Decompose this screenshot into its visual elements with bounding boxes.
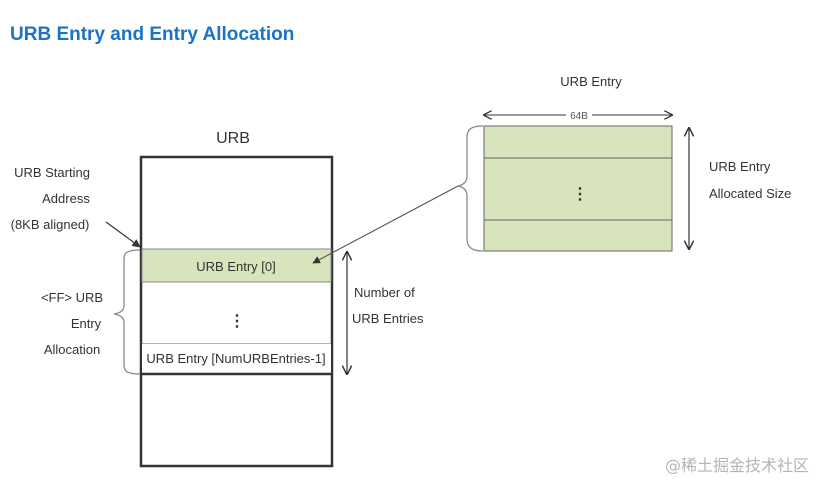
- allocation-line3: Allocation: [44, 342, 100, 357]
- urb-box: [139, 155, 334, 468]
- entry-zoom-connector: [312, 185, 459, 264]
- page-title: URB Entry and Entry Allocation: [10, 24, 295, 45]
- urb-entry-last-label: URB Entry [NumURBEntries-1]: [146, 351, 325, 366]
- urb-entry-last: [142, 344, 331, 373]
- entry-detail-brace: [457, 125, 484, 252]
- allocation-line1: <FF> URB: [41, 290, 103, 305]
- watermark: @稀土掘金技术社区: [664, 456, 809, 475]
- width-label-bg: [566, 108, 592, 122]
- allocation-line2: Entry: [71, 316, 102, 331]
- size-line2: Allocated Size: [709, 186, 791, 201]
- start-address-arrow: [105, 221, 141, 248]
- count-line2: URB Entries: [352, 311, 424, 326]
- entry-detail-ellipsis: ⋮: [572, 186, 588, 203]
- urb-entry-0: [141, 248, 332, 283]
- size-line1: URB Entry: [709, 159, 771, 174]
- width-label: 64B: [570, 111, 588, 122]
- start-address-line2: Address: [42, 191, 90, 206]
- allocation-brace: [113, 249, 141, 375]
- urb-entry-0-label: URB Entry [0]: [196, 259, 275, 274]
- start-address-line1: URB Starting: [14, 165, 90, 180]
- entry-detail-box: [483, 125, 673, 252]
- urb-label: URB: [216, 130, 250, 147]
- count-line1: Number of: [354, 285, 415, 300]
- start-address-line3: (8KB aligned): [11, 217, 90, 232]
- entry-detail-label: URB Entry: [560, 74, 622, 89]
- urb-ellipsis: ⋮: [229, 313, 245, 330]
